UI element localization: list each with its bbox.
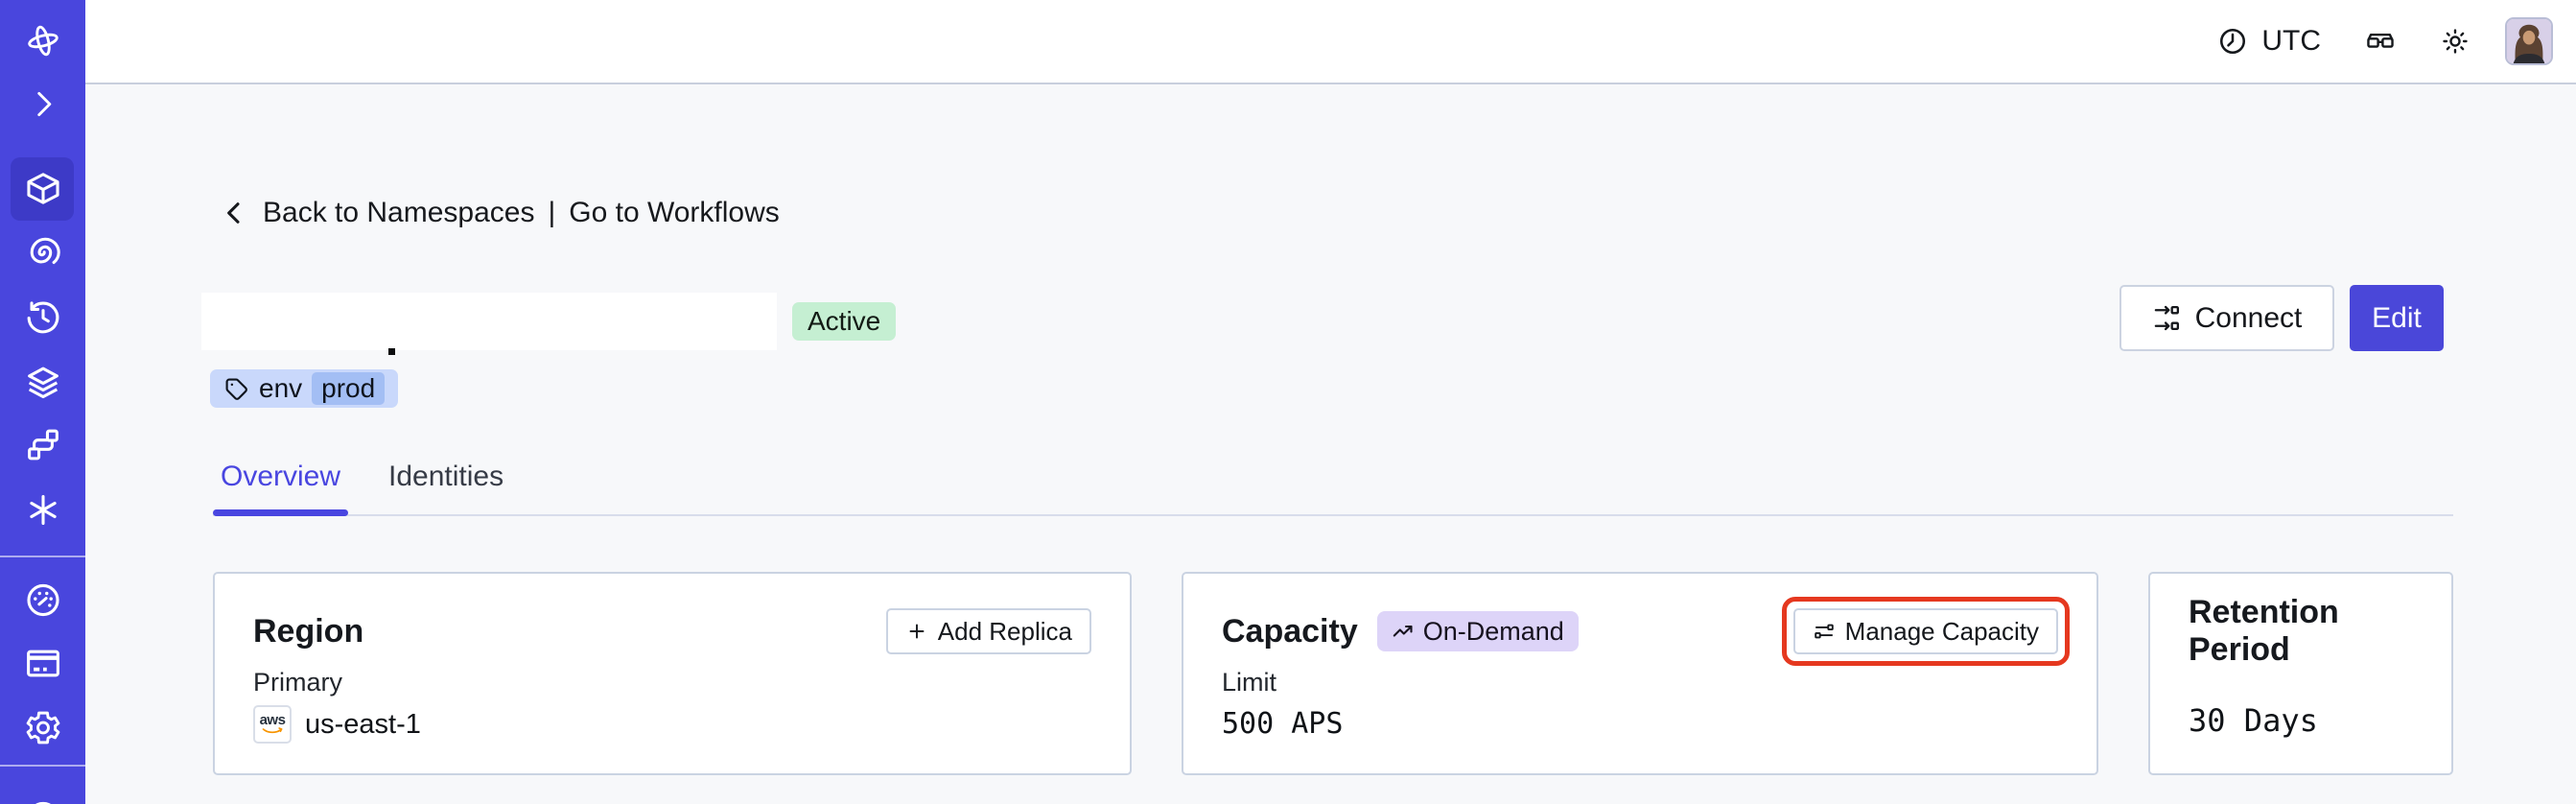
- region-card: Region Add Replica Primary aws us-east-1: [213, 572, 1132, 775]
- namespace-name-redacted: [201, 293, 777, 350]
- trending-up-icon: [1393, 625, 1413, 637]
- retention-value: 30 Days: [2189, 702, 2318, 739]
- temporal-logo-icon[interactable]: [23, 21, 62, 60]
- tag-value: prod: [312, 372, 386, 405]
- on-demand-badge: On-Demand: [1376, 611, 1579, 651]
- timezone-selector[interactable]: UTC: [2217, 25, 2321, 58]
- env-tag-pill[interactable]: env prod: [210, 369, 399, 408]
- retention-card-title: Retention Period: [2189, 594, 2339, 668]
- capacity-card: Capacity On-Demand Manage Capacity: [1182, 572, 2098, 775]
- manage-capacity-button[interactable]: Manage Capacity: [1792, 608, 2058, 654]
- sidebar-item-pipeline-branch-icon[interactable]: [23, 425, 62, 464]
- tab-overview[interactable]: Overview: [213, 461, 349, 516]
- sliders-icon: [1814, 624, 1834, 639]
- capacity-limit-label: Limit: [1222, 668, 1277, 697]
- connect-button[interactable]: Connect: [2119, 285, 2334, 351]
- edit-button-label: Edit: [2372, 301, 2422, 334]
- sidebar-item-history-clock-icon[interactable]: [23, 298, 62, 338]
- header-actions: Connect Edit: [2119, 285, 2444, 351]
- connect-button-label: Connect: [2194, 301, 2303, 334]
- manage-capacity-label: Manage Capacity: [1844, 616, 2039, 646]
- brightness-icon[interactable]: [2440, 26, 2471, 57]
- glasses-icon[interactable]: [2365, 26, 2396, 57]
- breadcrumb-separator: |: [548, 197, 556, 228]
- add-replica-button[interactable]: Add Replica: [885, 608, 1091, 654]
- back-chevron-icon[interactable]: [219, 198, 249, 228]
- sidebar-divider: [0, 765, 85, 767]
- region-primary-label: Primary: [253, 668, 342, 697]
- sidebar-item-nexus-asterisk-icon[interactable]: [23, 490, 62, 530]
- edit-button[interactable]: Edit: [2350, 285, 2444, 351]
- plus-icon: [909, 624, 925, 639]
- tab-identities[interactable]: Identities: [388, 461, 504, 492]
- sidebar-item-namespaces-cube-icon[interactable]: [23, 169, 62, 208]
- aws-provider-icon: aws: [253, 705, 292, 744]
- redaction-artifact-dot: [388, 348, 395, 355]
- sidebar-item-usage-gauge-icon[interactable]: [23, 580, 62, 620]
- sidebar-item-workflows-spiral-icon[interactable]: [23, 233, 62, 272]
- highlight-annotation: Manage Capacity: [1781, 597, 2071, 666]
- breadcrumb-back-link[interactable]: Back to Namespaces: [263, 197, 535, 228]
- status-badge: Active: [792, 302, 897, 341]
- sidebar-item-billing-card-icon[interactable]: [23, 644, 62, 683]
- user-avatar[interactable]: [2505, 17, 2553, 65]
- sidebar-item-partial-circle-icon[interactable]: [23, 798, 62, 804]
- aws-logo-text: aws: [259, 711, 286, 728]
- breadcrumb: Back to Namespaces | Go to Workflows: [219, 197, 780, 229]
- region-value: us-east-1: [305, 708, 421, 740]
- connect-flow-icon: [2154, 305, 2179, 331]
- tab-bar: Overview Identities: [213, 461, 2453, 516]
- tag-key: env: [259, 373, 303, 403]
- retention-card: Retention Period 30 Days: [2148, 572, 2453, 775]
- expand-chevron-right-icon[interactable]: [23, 84, 62, 124]
- tag-icon: [225, 378, 247, 400]
- overview-cards: Region Add Replica Primary aws us-east-1…: [213, 572, 2453, 775]
- on-demand-label: On-Demand: [1422, 616, 1564, 646]
- capacity-value: 500 APS: [1222, 707, 1344, 741]
- sidebar-nav: [0, 0, 85, 804]
- sidebar-item-layers-icon[interactable]: [23, 363, 62, 402]
- clock-icon: [2217, 26, 2248, 57]
- add-replica-label: Add Replica: [937, 616, 1072, 646]
- sidebar-divider: [0, 556, 85, 557]
- topbar: UTC: [85, 0, 2576, 84]
- capacity-card-title: Capacity: [1222, 612, 1358, 650]
- region-card-title: Region: [253, 612, 364, 650]
- tag-row: env prod: [210, 369, 399, 408]
- timezone-label: UTC: [2261, 25, 2321, 57]
- sidebar-item-settings-gear-icon[interactable]: [23, 708, 62, 747]
- namespace-title-row: Active: [201, 293, 897, 355]
- breadcrumb-workflows-link[interactable]: Go to Workflows: [569, 197, 780, 228]
